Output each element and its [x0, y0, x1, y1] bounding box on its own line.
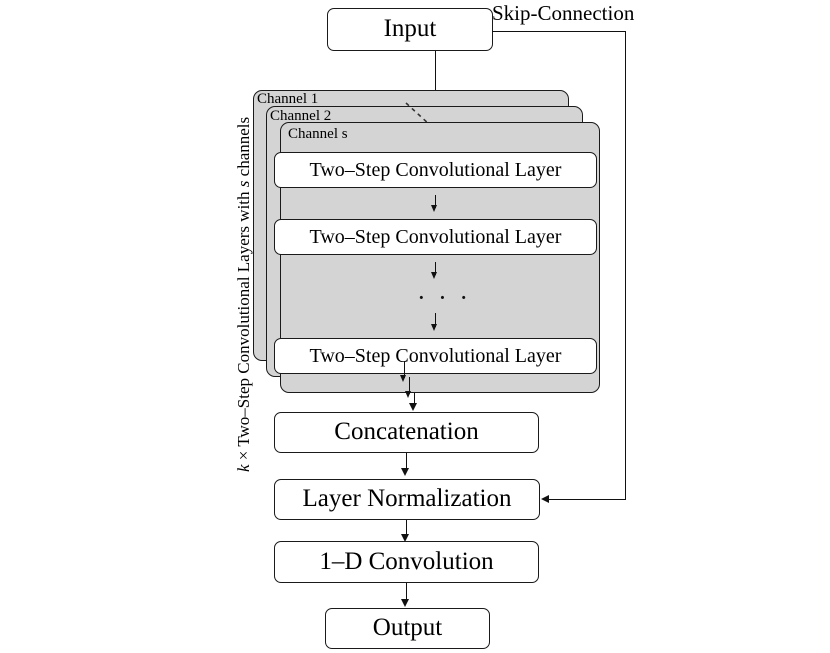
node-1d-convolution[interactable]: 1–D Convolution	[274, 541, 539, 583]
node-two-step-conv-layer-1[interactable]: Two–Step Convolutional Layer	[274, 152, 597, 188]
channel1-to-concat-arrowhead	[400, 375, 406, 382]
conv1-to-conv2-line	[435, 195, 436, 208]
node-two-step-conv-layer-3[interactable]: Two–Step Convolutional Layer	[274, 338, 597, 374]
side-annotation-label: k × Two–Step Convolutional Layers with s…	[234, 117, 254, 472]
node-two-step-conv-layer-2[interactable]: Two–Step Convolutional Layer	[274, 219, 597, 255]
node-input[interactable]: Input	[327, 8, 493, 51]
skip-connection-label: Skip-Connection	[492, 1, 635, 25]
concat-to-layernorm-line	[406, 453, 407, 471]
side-annotation-k-var: k	[234, 464, 253, 472]
conv1d-to-output-line	[406, 583, 407, 601]
skip-connection-vertical-segment	[625, 31, 626, 500]
channel2-to-concat-arrowhead	[405, 391, 411, 398]
side-annotation-suffix: channels	[234, 116, 253, 181]
skip-connection-arrowhead	[541, 495, 549, 503]
conv1d-to-output-arrowhead	[401, 599, 409, 607]
concat-to-layernorm-arrowhead	[401, 468, 409, 476]
channels-to-concat-line	[414, 393, 415, 406]
ellipsis-to-conv3-arrowhead	[431, 324, 437, 331]
channel-panel-1-label: Channel 1	[257, 91, 319, 107]
ellipsis-to-conv3-line	[435, 313, 436, 327]
side-annotation-s-var: s	[234, 180, 253, 188]
skip-connection-bottom-segment	[549, 499, 626, 500]
node-layer-normalization[interactable]: Layer Normalization	[274, 479, 540, 520]
node-concatenation[interactable]: Concatenation	[274, 412, 539, 453]
channel-panel-2-label: Channel 2	[270, 108, 332, 124]
skip-connection-top-segment	[492, 31, 626, 32]
side-annotation-mid: × Two–Step Convolutional Layers with	[234, 187, 253, 465]
conv2-to-ellipsis-arrowhead	[431, 272, 437, 279]
conv2-to-ellipsis-line	[435, 262, 436, 275]
channels-to-concat-arrowhead	[409, 403, 417, 411]
channel1-to-concat-line	[404, 361, 405, 378]
channel-panel-s-label: Channel s	[288, 126, 348, 142]
conv-layers-ellipsis: · · ·	[417, 283, 471, 312]
node-output[interactable]: Output	[325, 608, 490, 649]
conv1-to-conv2-arrowhead	[431, 205, 437, 212]
input-to-channels-line	[435, 51, 436, 104]
stack-continuation-dashed-line	[405, 102, 431, 126]
layernorm-to-conv1d-line	[406, 520, 407, 537]
channel2-to-concat-line	[409, 377, 410, 394]
layernorm-to-conv1d-arrowhead	[401, 534, 409, 542]
